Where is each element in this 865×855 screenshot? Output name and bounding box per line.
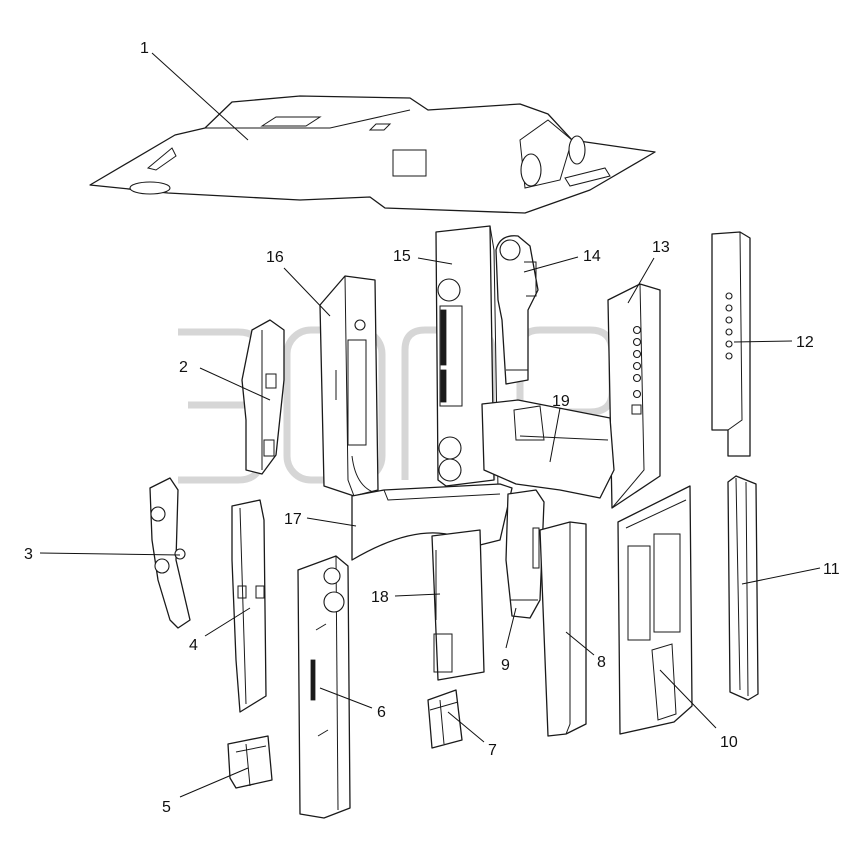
part-1-floor-cover <box>89 95 656 214</box>
leader-14 <box>523 256 579 273</box>
leader-8 <box>565 631 595 656</box>
leader-18 <box>394 593 441 597</box>
callout-11: 11 <box>823 561 840 578</box>
part-5-bracket <box>227 735 273 789</box>
callout-16: 16 <box>266 249 284 266</box>
leader-1 <box>151 52 249 141</box>
callout-5: 5 <box>162 799 171 816</box>
leader-16 <box>283 267 331 317</box>
part-18-lower-center <box>431 529 485 681</box>
leader-3 <box>39 552 181 556</box>
callout-15: 15 <box>393 248 411 265</box>
callout-19: 19 <box>552 393 570 410</box>
callout-13: 13 <box>652 239 670 256</box>
callout-3: 3 <box>24 546 33 563</box>
part-9-lower-duct <box>505 489 545 619</box>
leader-2 <box>199 367 271 401</box>
callout-9: 9 <box>501 657 510 674</box>
callout-14: 14 <box>583 248 601 265</box>
callout-2: 2 <box>179 359 188 376</box>
leader-12 <box>733 340 793 343</box>
part-14-vent-duct <box>495 235 539 385</box>
callout-4: 4 <box>189 637 198 654</box>
part-16-left-pillar <box>319 275 381 497</box>
leader-13 <box>627 257 655 304</box>
part-4-long-duct <box>231 499 267 713</box>
callout-10: 10 <box>720 734 738 751</box>
callout-8: 8 <box>597 654 606 671</box>
callout-18: 18 <box>371 589 389 606</box>
leader-15 <box>417 257 453 265</box>
leader-5 <box>179 767 249 798</box>
leader-6 <box>319 687 373 709</box>
leader-10 <box>659 669 717 729</box>
part-8-angle-profile <box>539 521 587 737</box>
leader-11 <box>741 567 821 585</box>
callout-12: 12 <box>796 334 814 351</box>
leader-9 <box>505 607 517 649</box>
leader-lines <box>39 52 821 798</box>
part-19-tunnel-section <box>481 399 615 499</box>
callout-7: 7 <box>488 742 497 759</box>
callout-6: 6 <box>377 704 386 721</box>
leader-19 <box>549 407 561 463</box>
leader-7 <box>447 711 485 743</box>
part-7-bracket <box>427 689 463 749</box>
callout-labels: 1 2 3 4 5 6 7 8 9 10 11 12 13 14 15 16 1… <box>24 40 840 816</box>
part-6-tall-panel <box>297 555 351 819</box>
callout-17: 17 <box>284 511 302 528</box>
part-12-right-strip <box>711 231 751 457</box>
leader-17 <box>306 517 357 527</box>
part-11-thin-profile <box>727 475 759 701</box>
part-10-frame-panel <box>617 485 693 735</box>
part-3-small-duct <box>149 477 191 629</box>
leader-4 <box>204 607 251 637</box>
part-13-right-panel <box>607 283 661 509</box>
callout-1: 1 <box>140 40 149 57</box>
